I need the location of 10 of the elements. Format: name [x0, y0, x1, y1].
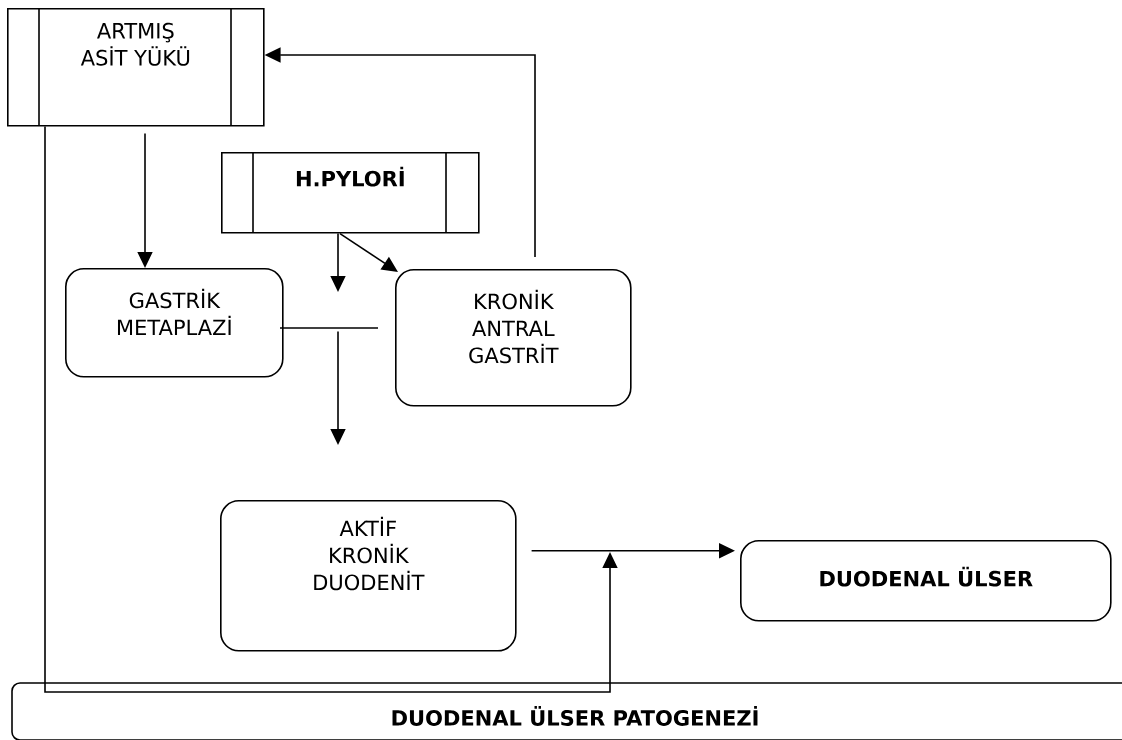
title-band: DUODENAL ÜLSER PATOGENEZİ: [11, 682, 1122, 740]
process-box: ARTMIŞ ASİT YÜKÜ: [7, 7, 265, 127]
arrow: [44, 125, 618, 693]
rounded-box: KRONİK ANTRAL GASTRİT: [395, 269, 632, 407]
bar-line: [279, 327, 379, 329]
rounded-box: GASTRİK METAPLAZİ: [65, 268, 284, 378]
process-box: H.PYLORİ: [221, 151, 480, 234]
rounded-box: AKTİF KRONİK DUODENİT: [220, 500, 517, 652]
arrow: [339, 232, 398, 272]
rounded-box: DUODENAL ÜLSER: [740, 540, 1112, 622]
